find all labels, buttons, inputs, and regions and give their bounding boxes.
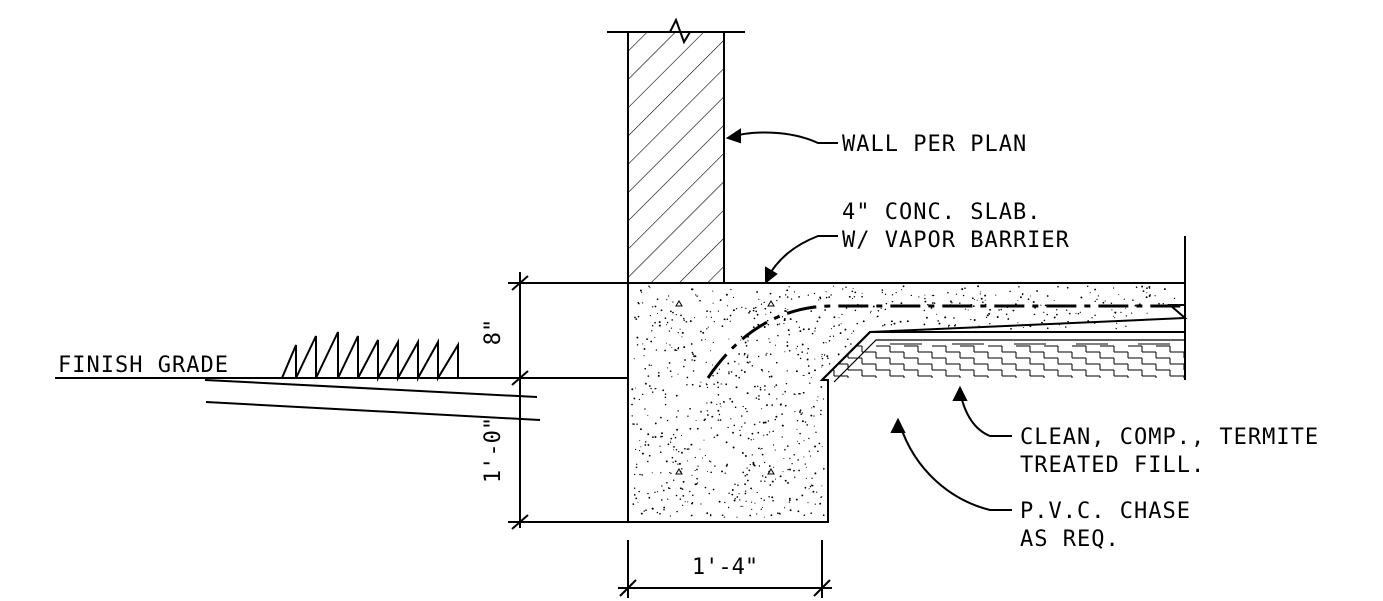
dim-footing-depth: 1'-0"	[481, 417, 506, 483]
label-fill-line1: CLEAN, COMP., TERMITE	[1020, 425, 1319, 450]
wall	[607, 17, 745, 284]
grass-symbol	[281, 331, 459, 382]
leader-wall	[727, 131, 838, 144]
leader-arrow-slab	[765, 266, 778, 285]
concrete-stipple	[631, 285, 1176, 518]
label-fill-line2: TREATED FILL.	[1020, 453, 1205, 478]
dim-footing-width: 1'-4"	[692, 555, 758, 580]
dim-slab-thickness: 8"	[481, 319, 506, 346]
leader-arrow-wall	[725, 128, 741, 144]
leader-fill	[959, 391, 1012, 437]
pvc-chase-pipe	[204, 379, 541, 421]
leader-arrow-fill	[952, 385, 968, 401]
dimension-lines	[508, 272, 832, 598]
leader-arrow-chase	[890, 417, 906, 433]
leaders	[725, 128, 1012, 511]
compacted-fill	[821, 331, 1185, 383]
aggregate-marks	[675, 300, 775, 475]
label-slab-line2: W/ VAPOR BARRIER	[842, 228, 1070, 253]
label-chase-line1: P.V.C. CHASE	[1020, 499, 1191, 524]
vapor-barrier-line	[706, 304, 1185, 379]
label-chase-line2: AS REQ.	[1020, 527, 1120, 552]
finish-grade	[55, 331, 628, 382]
label-slab-line1: 4" CONC. SLAB.	[842, 200, 1041, 225]
leader-chase	[899, 424, 1012, 511]
label-finish-grade: FINISH GRADE	[58, 353, 229, 378]
label-wall: WALL PER PLAN	[842, 132, 1027, 157]
wall-break-line	[607, 17, 745, 45]
